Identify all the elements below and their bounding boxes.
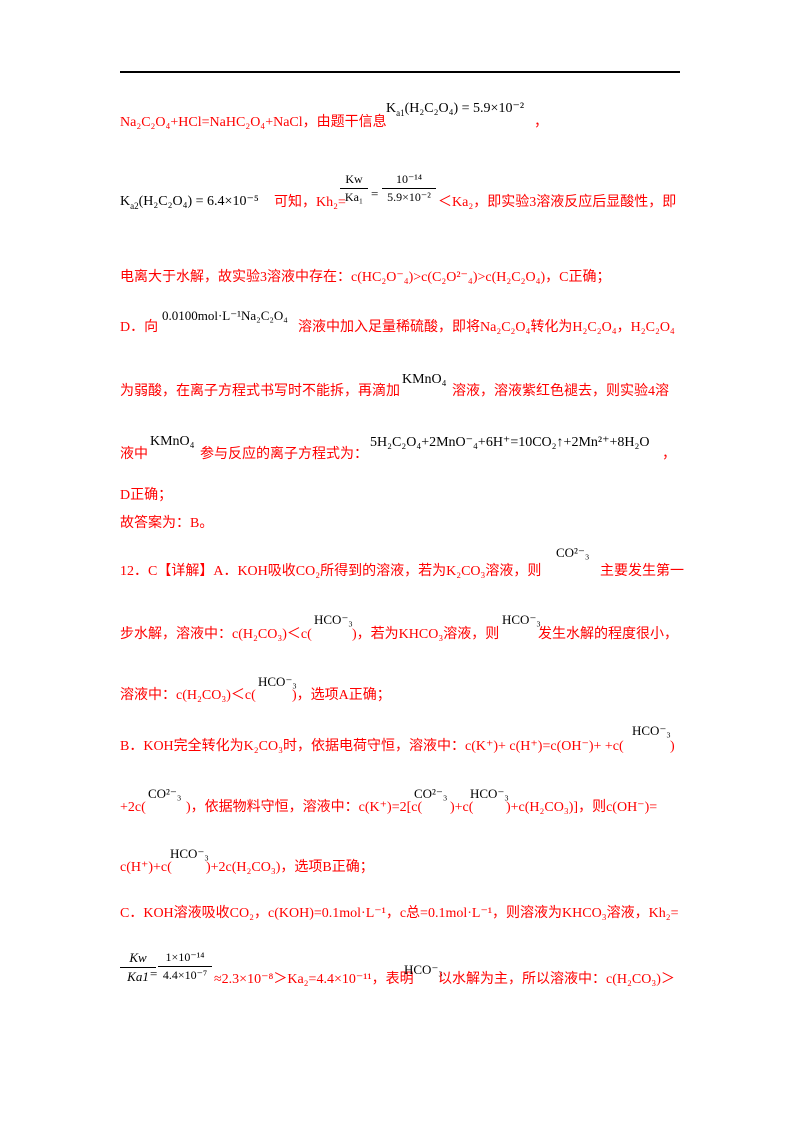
kmno4-formula-2: KMnO₄ [150,434,195,449]
q12-line-5-a: +2c( [120,800,146,815]
bicarbonate-ion-6: HCO⁻₃ [170,846,209,861]
q12-line-4-b: ) [670,739,675,754]
q12-line-2-c: 发生水解的程度很小， [538,627,678,642]
q12-line-2-b: )，若为KHCO₃溶液，则 [352,627,500,642]
line-5-text-a: 为弱酸，在离子方程式书写时不能拆，再滴加 [120,384,400,399]
q12-line-5-d: )+c(H₂CO₃)]，则c(OH⁻)= [506,800,658,815]
line-4-text: 溶液中加入足量稀硫酸，即将Na₂C₂O₄转化为H₂C₂O₄，H₂C₂O₄ [298,320,675,335]
q12-line-8-a: ≈2.3×10⁻⁸＞Ka₂=4.4×10⁻¹¹，表明 [214,972,414,987]
q12-line-7: C．KOH溶液吸收CO₂，c(KOH)=0.1mol·L⁻¹，c总=0.1mol… [120,906,679,921]
bicarbonate-ion-2: HCO⁻₃ [502,612,541,627]
q12-line-6-a: c(H⁺)+c( [120,860,172,875]
bicarbonate-ion-5: HCO⁻₃ [470,786,509,801]
header-rule [120,71,680,73]
bicarbonate-ion-4: HCO⁻₃ [632,723,671,738]
line-6-text-b: 参与反应的离子方程式为： [200,447,368,462]
q12-line-4-a: B．KOH完全转化为K₂CO₃时，依据电荷守恒，溶液中：c(K⁺)+ c(H⁺)… [120,739,624,754]
carbonate-ion: CO²⁻₃ [556,545,590,560]
line-6-tail: ， [662,447,676,462]
q12-line-1: 12．C【详解】A．KOH吸收CO₂所得到的溶液，若为K₂CO₃溶液，则 [120,564,542,579]
line-5-text-b: 溶液，溶液紫红色褪去，则实验4溶 [452,384,669,399]
q12-line-6-b: )+2c(H₂CO₃)，选项B正确； [206,860,374,875]
q12-line-1-tail: 主要发生第一 [600,564,684,579]
equals-sign: = [371,186,379,201]
carbonate-ion-3: CO²⁻₃ [414,786,448,801]
line-7: D正确； [120,488,173,503]
q12-line-3-b: )，选项A正确； [292,688,391,703]
line-2-text: ＜Ka₂，即实验3溶液反应后显酸性，即 [438,195,677,210]
equals-sign-2: = [150,966,158,981]
bicarbonate-ion-7: HCO⁻₃ [404,962,443,977]
reaction-equation-text: Na₂C₂O₄+HCl=NaHC₂O₄+NaCl，由题干信息 [120,115,387,130]
q12-line-2-a: 步水解，溶液中：c(H₂CO₃)＜c( [120,627,312,642]
bicarbonate-ion: HCO⁻₃ [314,612,353,627]
line-6-text-a: 液中 [120,447,148,462]
kmno4-formula: KMnO₄ [402,372,447,387]
concentration-formula: 0.0100mol·L⁻¹Na₂C₂O₄ [162,308,288,323]
ionic-equation: 5H₂C₂O₄+2MnO⁻₄+6H⁺=10CO₂↑+2Mn²⁺+8H₂O [370,435,650,450]
q12-line-8-b: 以水解为主，所以溶液中：c(H₂CO₃)＞ [438,972,675,987]
ka2-formula: Ka2(H₂C₂O₄) = 6.4×10⁻⁵ [120,194,259,211]
carbonate-ion-2: CO²⁻₃ [148,786,182,801]
bicarbonate-ion-3: HCO⁻₃ [258,674,297,689]
line-1: Na₂C₂O₄+HCl=NaHC₂O₄+NaCl，由题干信息 [120,113,690,133]
line-1-tail: ， [534,115,548,130]
answer-line: 故答案为：B。 [120,516,214,531]
kh2-label: 可知，Kh₂= [274,195,346,210]
q12-line-5-b: )，依据物料守恒，溶液中：c(K⁺)=2[c( [186,800,423,815]
ka1-formula: Ka1(H₂C₂O₄) = 5.9×10⁻² [386,101,525,118]
q12-line-5-c: )+c( [450,800,474,815]
q12-line-3-a: 溶液中：c(H₂CO₃)＜c( [120,688,256,703]
line-4: D．向 [120,320,159,335]
line-3-text: 电离大于水解，故实验3溶液中存在：c(HC₂O⁻₄)>c(C₂O²⁻₄)>c(H… [120,270,611,285]
